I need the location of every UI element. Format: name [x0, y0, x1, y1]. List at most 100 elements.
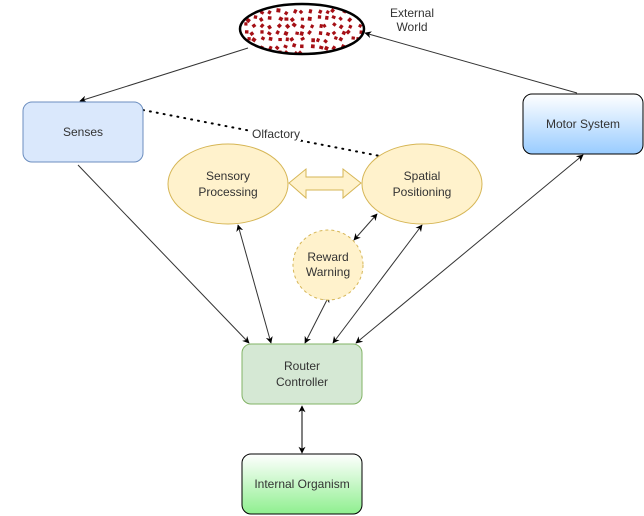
texture-dot — [318, 45, 324, 50]
texture-dot — [348, 24, 353, 29]
texture-dot — [325, 9, 330, 15]
texture-dot — [332, 22, 337, 27]
texture-dot — [315, 37, 321, 43]
node-reward-warning[interactable]: Reward Warning — [292, 229, 364, 301]
olfactory-label-bg — [251, 128, 301, 141]
bidirectional-block-arrow — [288, 167, 362, 200]
node-senses[interactable]: Senses — [22, 101, 144, 163]
texture-dot — [247, 37, 251, 41]
texture-dot — [300, 36, 306, 42]
edge-senses-to-router — [77, 164, 250, 344]
olfactory-label: Olfactory — [252, 127, 300, 141]
texture-dot — [291, 22, 297, 28]
texture-dot — [245, 17, 251, 24]
sensory-processing-label-line1: Sensory — [206, 169, 250, 183]
texture-dot — [275, 30, 280, 35]
node-router-controller[interactable]: Router Controller — [241, 343, 363, 405]
texture-dot — [251, 23, 257, 29]
texture-dot — [289, 36, 295, 42]
texture-dot — [244, 30, 249, 34]
texture-dot — [348, 51, 354, 54]
texture-dot — [276, 8, 281, 13]
texture-dot — [259, 23, 265, 29]
texture-dot — [249, 50, 255, 54]
texture-dot — [291, 43, 297, 48]
texture-dot — [251, 37, 257, 43]
texture-dot — [267, 24, 272, 30]
texture-dot — [268, 36, 273, 41]
texture-dot — [347, 17, 353, 23]
reward-warning-label-line1: Reward — [307, 250, 348, 264]
texture-dot — [284, 23, 291, 30]
sensory-processing-label-line2: Processing — [198, 185, 257, 199]
texture-dot — [308, 9, 313, 14]
texture-dot — [358, 23, 363, 28]
texture-dot — [325, 31, 331, 37]
texture-dot — [317, 15, 322, 19]
reward-warning-label-line2: Warning — [306, 265, 350, 279]
texture-dot — [242, 52, 248, 54]
motor-system-label: Motor System — [546, 117, 620, 131]
texture-dot — [322, 23, 327, 29]
texture-dot — [338, 24, 344, 30]
texture-dot — [283, 44, 288, 49]
edge-motor-to-world — [364, 31, 578, 94]
texture-dot — [298, 9, 304, 15]
texture-dot — [278, 16, 284, 22]
spatial-positioning-label-line1: Spatial — [404, 169, 441, 183]
texture-dot — [338, 16, 343, 21]
texture-dot — [267, 16, 272, 20]
edge-reward-router — [304, 295, 330, 344]
texture-dot — [307, 29, 312, 35]
texture-dot — [300, 24, 305, 30]
texture-dot — [333, 36, 338, 41]
edge-motor-router — [355, 154, 584, 344]
texture-dot — [260, 30, 264, 34]
router-controller-label-line2: Controller — [276, 375, 328, 389]
texture-dot — [295, 31, 300, 36]
edge-spatial-reward — [353, 213, 378, 241]
node-internal-organism[interactable]: Internal Organism — [241, 453, 363, 515]
texture-dot — [261, 50, 266, 54]
texture-dot — [292, 8, 298, 14]
texture-dot — [323, 38, 328, 44]
node-external-world[interactable] — [238, 2, 366, 57]
texture-dot — [331, 15, 336, 20]
texture-dot — [309, 24, 315, 29]
texture-dot — [266, 31, 272, 36]
texture-dot — [244, 9, 249, 14]
texture-dot — [356, 8, 362, 14]
texture-dot — [341, 50, 346, 54]
edge-world-to-senses — [79, 47, 249, 103]
texture-dot — [331, 30, 337, 36]
router-controller-label-line1: Router — [284, 359, 320, 373]
texture-dot — [300, 44, 304, 49]
texture-dot — [307, 16, 312, 21]
internal-organism-label: Internal Organism — [254, 477, 349, 491]
texture-dot — [311, 38, 315, 43]
texture-dot — [276, 23, 282, 29]
texture-dot — [330, 8, 336, 14]
texture-dot — [323, 45, 329, 51]
node-sensory-processing[interactable]: Sensory Processing — [167, 143, 289, 225]
texture-dot — [258, 17, 264, 22]
texture-dot — [338, 36, 344, 42]
texture-dot — [284, 17, 289, 21]
edge-sensory-router — [236, 224, 273, 344]
texture-dot — [319, 23, 324, 29]
texture-dot — [310, 44, 315, 49]
texture-dot — [274, 45, 280, 51]
node-spatial-positioning[interactable]: Spatial Positioning — [361, 143, 483, 225]
node-motor-system[interactable]: Motor System — [522, 93, 644, 155]
texture-dot — [283, 30, 289, 37]
texture-dot — [283, 10, 289, 16]
texture-dot — [285, 37, 289, 42]
texture-dot — [249, 31, 255, 37]
texture-dot — [299, 31, 304, 36]
texture-dot — [345, 29, 351, 35]
texture-dot — [300, 17, 305, 21]
texture-dot — [324, 15, 329, 20]
senses-label: Senses — [63, 125, 103, 139]
texture-dot — [341, 30, 347, 36]
texture-dot — [359, 52, 364, 54]
